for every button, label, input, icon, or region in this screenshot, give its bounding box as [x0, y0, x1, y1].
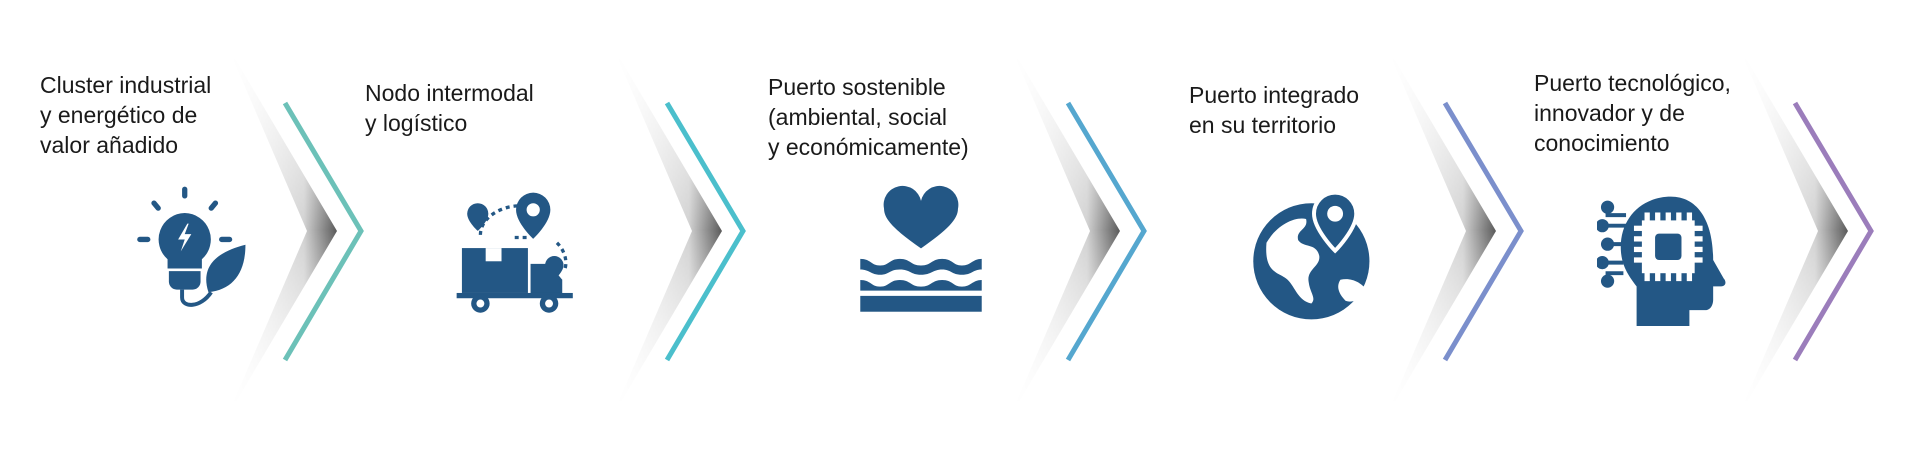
heart-water-icon: [855, 185, 987, 317]
chevron-arrow: [1442, 101, 1524, 362]
step-label: Puerto tecnológico, innovador y de conoc…: [1534, 70, 1731, 156]
chevron-shadow: [1738, 45, 1848, 417]
chevron-shadow: [1386, 45, 1496, 417]
truck-route-icon: [454, 190, 586, 322]
step-label: Cluster industrial y energético de valor…: [40, 72, 212, 158]
chevron-shadow: [227, 45, 337, 417]
chevron-arrow: [1792, 101, 1874, 362]
chevron-arrow: [1065, 101, 1147, 362]
step-label: Nodo intermodal y logístico: [365, 80, 534, 136]
chevron-shadow: [612, 45, 722, 417]
lightbulb-leaf-icon: [124, 184, 256, 316]
globe-pin-icon: [1248, 190, 1380, 322]
ai-head-icon: [1595, 194, 1729, 326]
step-label: Puerto integrado en su territorio: [1189, 82, 1360, 138]
step-label: Puerto sostenible (ambiental, social y e…: [768, 74, 969, 160]
chevron-arrow: [664, 101, 746, 362]
chevron-shadow: [1010, 45, 1120, 417]
chevron-arrow: [282, 101, 364, 362]
